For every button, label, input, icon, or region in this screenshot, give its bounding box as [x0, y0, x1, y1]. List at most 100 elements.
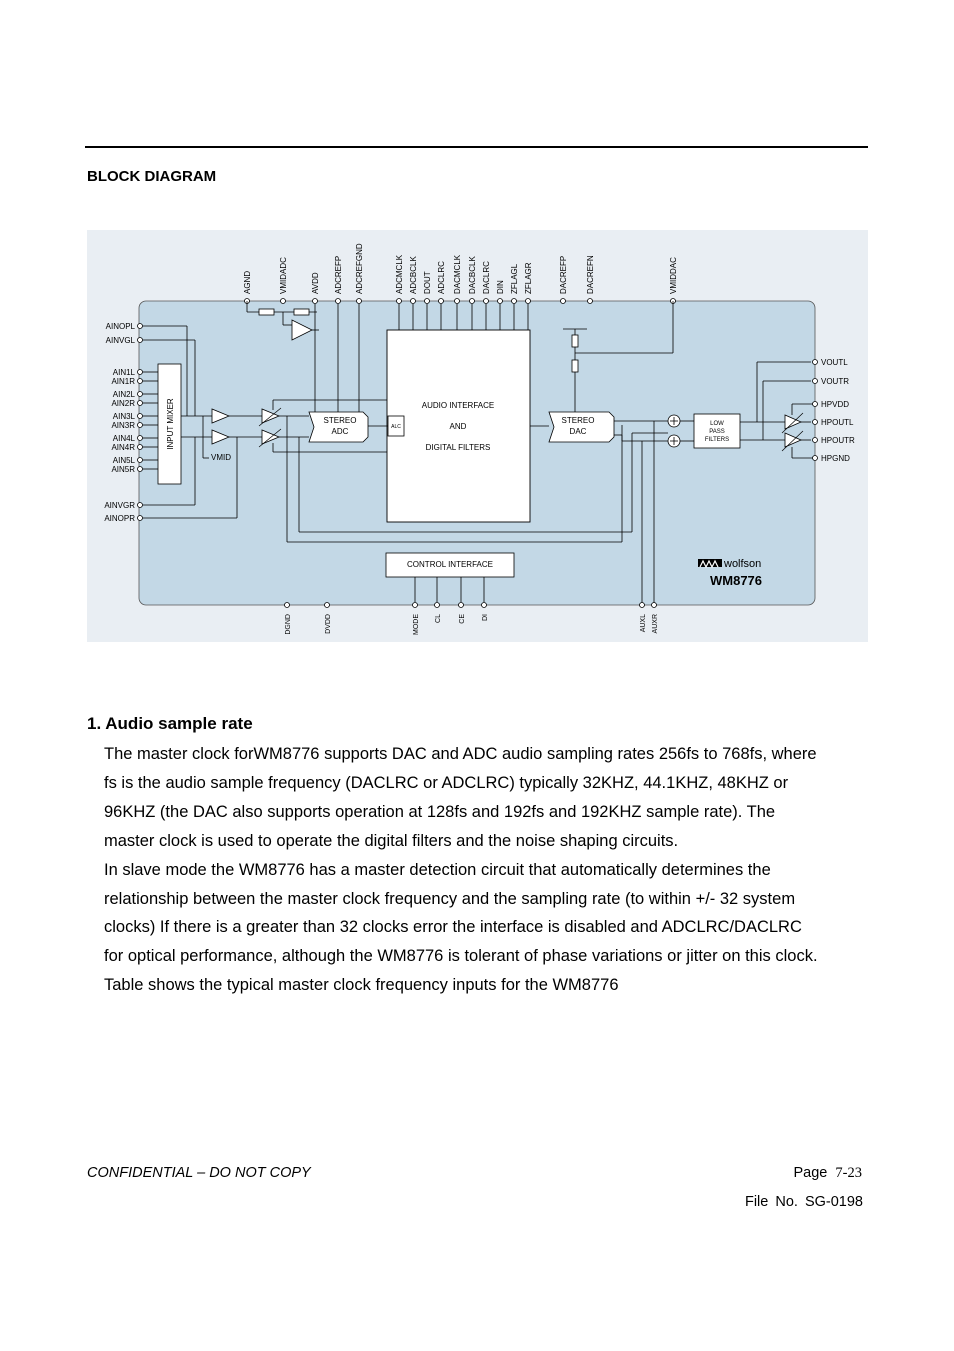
header-rule — [85, 146, 868, 148]
pin-dacrefn — [587, 298, 593, 304]
pga-left — [261, 408, 281, 424]
pin-label-dacbclk: DACBCLK — [468, 256, 477, 294]
pin-label-ain4l: AIN4L — [113, 434, 136, 443]
pin-label-auxr: AUXR — [652, 614, 659, 633]
pin-label-voutr: VOUTR — [821, 377, 849, 386]
body-line: 96KHZ (the DAC also supports operation a… — [104, 802, 776, 821]
pin-label-ain3r: AIN3R — [111, 421, 135, 430]
stereo-dac-line1: STEREO — [562, 416, 595, 425]
pin-avdd — [312, 298, 318, 304]
pin-voutl — [812, 359, 818, 365]
pin-zflagr — [525, 298, 531, 304]
section-body: The master clock forWM8776 supports DAC … — [104, 740, 874, 1000]
page-label: Page — [793, 1165, 828, 1181]
pin-label-ain5l: AIN5L — [113, 456, 136, 465]
pin-ainvgr — [137, 502, 143, 508]
body-line: relationship between the master clock fr… — [104, 889, 796, 908]
pin-hpoutr — [812, 437, 818, 443]
pin-label-adcmclk: ADCMCLK — [395, 254, 404, 294]
pin-ain1l — [137, 369, 143, 375]
control-interface-label: CONTROL INTERFACE — [407, 560, 493, 569]
pin-ain4l — [137, 435, 143, 441]
pin-din — [497, 298, 503, 304]
vmid-buffer — [246, 301, 319, 341]
pin-label-hpvdd: HPVDD — [821, 400, 849, 409]
pin-label-ain5r: AIN5R — [111, 465, 135, 474]
pin-zflagl — [511, 298, 517, 304]
page-number: Page 7-23 — [793, 1165, 862, 1182]
pin-label-adcrefp: ADCREFP — [334, 256, 343, 294]
pin-adcrefp — [335, 298, 341, 304]
lpf-line1: LOW — [710, 421, 724, 427]
pin-label-avdd: AVDD — [311, 272, 320, 294]
pin-ain5r — [137, 466, 143, 472]
pin-voutr — [812, 378, 818, 384]
pin-label-ce: CE — [459, 614, 466, 624]
section-heading: 1. Audio sample rate — [87, 714, 253, 733]
pin-auxr — [651, 602, 657, 608]
pin-cl — [434, 602, 440, 608]
pin-hpoutl — [812, 419, 818, 425]
pin-hpvdd — [812, 401, 818, 407]
pin-label-ainvgr: AINVGR — [104, 501, 135, 510]
pin-label-vmidadc: VMIDADC — [279, 257, 288, 294]
confidential-notice: CONFIDENTIAL – DO NOT COPY — [87, 1165, 311, 1181]
pin-label-ain1r: AIN1R — [111, 377, 135, 386]
pin-label-dacmclk: DACMCLK — [453, 254, 462, 294]
pin-ain2r — [137, 400, 143, 406]
audio-interface-line1: AUDIO INTERFACE — [422, 401, 494, 410]
lpf-line3: FILTERS — [705, 437, 729, 443]
pin-label-zflagr: ZFLAGR — [524, 262, 533, 294]
pin-ain3r — [137, 422, 143, 428]
pin-label-ain2l: AIN2L — [113, 390, 136, 399]
pin-ain5l — [137, 457, 143, 463]
pin-label-ain4r: AIN4R — [111, 443, 135, 452]
pin-label-dvdd: DVDD — [325, 614, 332, 634]
pin-auxl — [639, 602, 645, 608]
pin-dacmclk — [454, 298, 460, 304]
pin-label-vmiddac: VMIDDAC — [669, 257, 678, 294]
body-line: master clock is used to operate the digi… — [104, 831, 679, 850]
stereo-adc-line1: STEREO — [324, 416, 357, 425]
pin-label-ainopr: AINOPR — [104, 514, 135, 523]
pin-dout — [424, 298, 430, 304]
pin-label-dacrefp: DACREFP — [559, 256, 568, 294]
pin-dacbclk — [469, 298, 475, 304]
pin-label-di: DI — [482, 614, 489, 621]
pin-ce — [458, 602, 464, 608]
pin-label-cl: CL — [435, 614, 442, 623]
pin-hpgnd — [812, 455, 818, 461]
pin-label-ain1l: AIN1L — [113, 368, 136, 377]
pin-label-adclrc: ADCLRC — [437, 261, 446, 294]
body-line: clocks) If there is a greater than 32 cl… — [104, 918, 802, 937]
low-pass-filters-block — [693, 413, 741, 449]
lpf-line2: PASS — [709, 429, 725, 435]
pin-ain1r — [137, 378, 143, 384]
pin-label-adcrefgnd: ADCREFGND — [355, 243, 364, 294]
pin-dvdd — [324, 602, 330, 608]
pin-adcmclk — [396, 298, 402, 304]
wolfson-logo: wolfson WM8776 — [698, 558, 762, 588]
page-value: 7-23 — [835, 1165, 862, 1181]
section-title: BLOCK DIAGRAM — [87, 168, 217, 185]
stereo-dac-block — [548, 411, 615, 443]
body-line: fs is the audio sample frequency (DACLRC… — [104, 773, 789, 792]
pin-adclrc — [438, 298, 444, 304]
pin-di — [481, 602, 487, 608]
pin-label-hpoutr: HPOUTR — [821, 436, 855, 445]
pin-dacrefp — [560, 298, 566, 304]
pin-label-adcbclk: ADCBCLK — [409, 256, 418, 294]
pin-label-ainvgl: AINVGL — [106, 336, 136, 345]
pin-ainopr — [137, 515, 143, 521]
stereo-dac-line2: DAC — [570, 427, 587, 436]
input-mixer-label: INPUT MIXER — [166, 398, 175, 450]
pin-label-hpoutl: HPOUTL — [821, 418, 854, 427]
control-interface-block — [385, 552, 515, 578]
pin-label-dacrefn: DACREFN — [586, 255, 595, 294]
pin-label-mode: MODE — [413, 614, 420, 635]
pin-label-daclrc: DACLRC — [482, 261, 491, 294]
alc-label: ALC — [391, 424, 401, 430]
pin-ain2l — [137, 391, 143, 397]
pin-label-dout: DOUT — [423, 271, 432, 294]
brand-label: wolfson — [723, 558, 761, 570]
